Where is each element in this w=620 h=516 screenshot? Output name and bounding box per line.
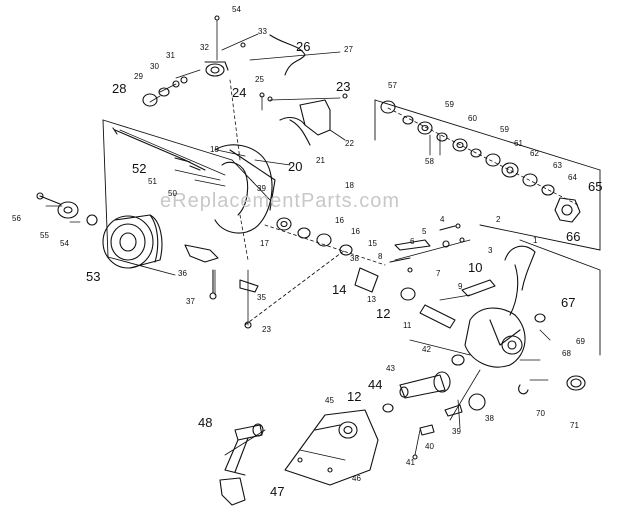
part-label-10: 10 xyxy=(468,260,483,275)
part-label-38a: 38 xyxy=(350,254,359,263)
part-label-2: 2 xyxy=(496,215,501,224)
part-label-67: 67 xyxy=(561,295,576,310)
part-label-63: 63 xyxy=(553,161,562,170)
part-label-16a: 16 xyxy=(335,216,344,225)
part-label-53: 53 xyxy=(86,269,101,284)
part-label-40: 40 xyxy=(425,442,434,451)
part-label-69: 69 xyxy=(576,337,585,346)
part-label-36: 36 xyxy=(178,269,187,278)
part-label-13: 13 xyxy=(367,295,376,304)
part-label-26: 26 xyxy=(296,39,311,54)
part-label-24: 24 xyxy=(232,85,247,100)
part-label-12a: 12 xyxy=(376,306,391,321)
reel-body xyxy=(451,245,586,395)
part-label-71: 71 xyxy=(570,421,579,430)
rotor-assembly xyxy=(112,127,276,234)
part-label-3: 3 xyxy=(488,246,493,255)
part-label-19: 19 xyxy=(210,145,219,154)
part-label-25: 25 xyxy=(255,75,264,84)
part-label-57: 57 xyxy=(388,81,397,90)
part-label-59b: 59 xyxy=(500,125,509,134)
part-label-59a: 59 xyxy=(445,100,454,109)
part-label-11: 11 xyxy=(403,321,412,330)
part-label-54b: 54 xyxy=(60,239,69,248)
part-label-44: 44 xyxy=(368,377,383,392)
part-label-22: 22 xyxy=(345,139,354,148)
spool xyxy=(36,192,163,269)
part-label-6: 6 xyxy=(410,237,415,246)
part-label-60: 60 xyxy=(468,114,477,123)
part-label-45: 45 xyxy=(325,396,334,405)
part-label-18: 18 xyxy=(345,181,354,190)
part-label-23b: 23 xyxy=(262,325,271,334)
part-label-39: 39 xyxy=(257,184,266,193)
part-label-70: 70 xyxy=(536,409,545,418)
part-label-8: 8 xyxy=(378,252,383,261)
part-label-39b: 39 xyxy=(452,427,461,436)
anti-reverse-parts xyxy=(354,223,496,329)
part-label-43: 43 xyxy=(386,364,395,373)
part-label-7: 7 xyxy=(436,269,441,278)
drive-gear xyxy=(382,371,486,460)
part-label-27: 27 xyxy=(344,45,353,54)
part-label-56: 56 xyxy=(12,214,21,223)
part-label-46: 46 xyxy=(352,474,361,483)
part-label-20: 20 xyxy=(288,159,303,174)
part-label-30: 30 xyxy=(150,62,159,71)
part-label-33: 33 xyxy=(258,27,267,36)
part-label-16b: 16 xyxy=(351,227,360,236)
part-label-55: 55 xyxy=(40,231,49,240)
part-label-12b: 12 xyxy=(347,389,362,404)
assembly-frame-lines xyxy=(102,99,601,356)
part-label-66: 66 xyxy=(566,229,581,244)
part-label-37: 37 xyxy=(186,297,195,306)
part-label-9: 9 xyxy=(458,282,463,291)
part-label-61: 61 xyxy=(514,139,523,148)
part-label-32: 32 xyxy=(200,43,209,52)
part-label-5: 5 xyxy=(422,227,427,236)
part-label-50: 50 xyxy=(168,189,177,198)
part-label-4: 4 xyxy=(440,215,445,224)
part-label-47: 47 xyxy=(270,484,285,499)
part-label-31: 31 xyxy=(166,51,175,60)
part-label-38b: 38 xyxy=(485,414,494,423)
drag-washer-stack xyxy=(184,217,353,329)
part-label-62: 62 xyxy=(530,149,539,158)
part-label-68: 68 xyxy=(562,349,571,358)
part-label-48: 48 xyxy=(198,415,213,430)
part-label-14: 14 xyxy=(332,282,347,297)
part-label-58: 58 xyxy=(425,157,434,166)
part-label-52: 52 xyxy=(132,161,147,176)
part-label-15: 15 xyxy=(368,239,377,248)
part-label-23: 23 xyxy=(336,79,351,94)
part-label-21: 21 xyxy=(316,156,325,165)
part-label-65: 65 xyxy=(588,179,603,194)
part-label-28: 28 xyxy=(112,81,127,96)
side-cover xyxy=(284,409,379,486)
part-label-1: 1 xyxy=(533,236,538,245)
bail-parts xyxy=(142,15,348,146)
part-label-29: 29 xyxy=(134,72,143,81)
part-label-41: 41 xyxy=(406,458,415,467)
part-label-42: 42 xyxy=(422,345,431,354)
watermark-text: eReplacementParts.com xyxy=(160,190,400,212)
part-label-51: 51 xyxy=(148,177,157,186)
part-label-35: 35 xyxy=(257,293,266,302)
part-label-54: 54 xyxy=(232,5,241,14)
handle xyxy=(219,423,264,506)
bearing-column xyxy=(380,100,581,223)
part-label-17: 17 xyxy=(260,239,269,248)
part-label-64: 64 xyxy=(568,173,577,182)
